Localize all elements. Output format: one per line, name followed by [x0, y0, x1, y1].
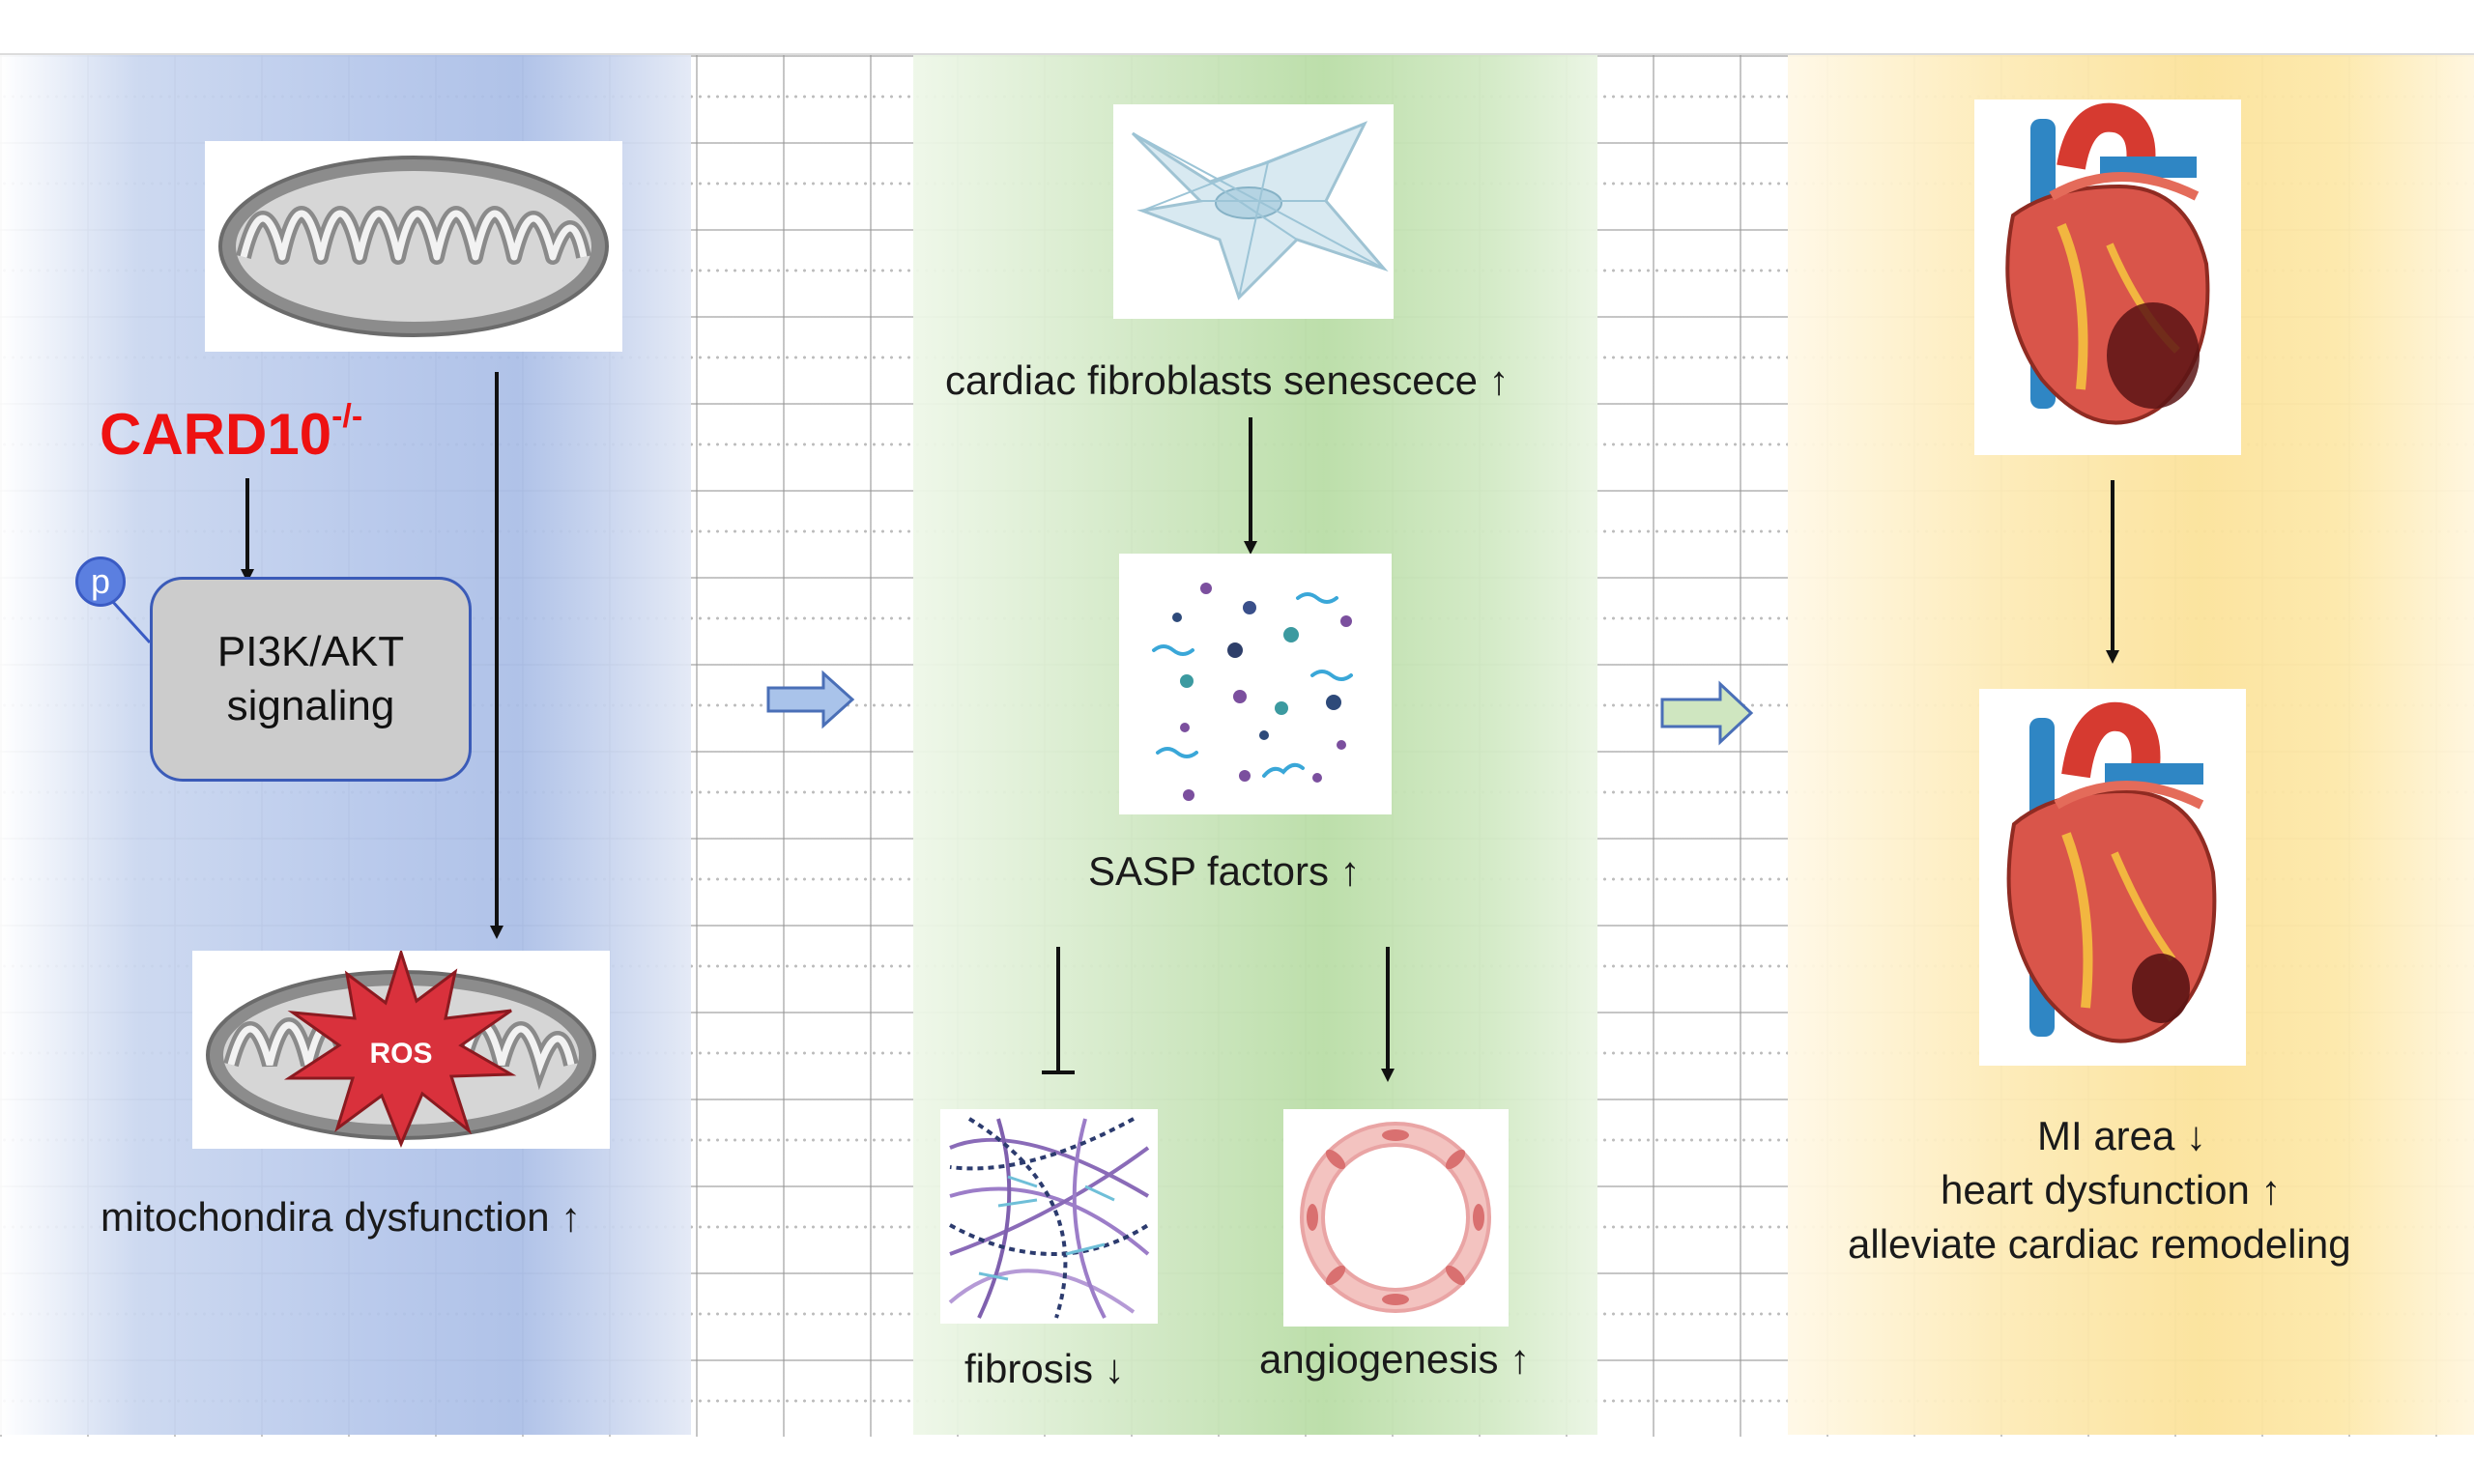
sasp-molecules-icon [1152, 583, 1353, 801]
heart-dysfunction-label: heart dysfunction ↑ [1941, 1167, 2282, 1213]
infarcted-heart-icon [2005, 102, 2210, 425]
ros-label: ROS [369, 1038, 432, 1070]
cardiac-remodeling-label: alleviate cardiac remodeling [1848, 1221, 2351, 1267]
mi-area-label: MI area ↓ [2037, 1113, 2207, 1158]
card10-knockout-label: CARD10-/- [100, 398, 363, 467]
infarcted-heart-image-box [1974, 100, 2241, 455]
blood-vessel-icon [1300, 1122, 1491, 1313]
fibrosis-label: fibrosis ↓ [964, 1346, 1125, 1391]
remodeled-heart-image-box [1979, 689, 2246, 1066]
phosphorylation-badge: p [75, 556, 126, 607]
pi3k-label: PI3K/AKT [216, 628, 405, 675]
fibrosis-icon [946, 1115, 1152, 1319]
mitochondria-dysfunction-label: mitochondira dysfunction ↑ [101, 1194, 582, 1240]
ros-burst-icon [283, 947, 517, 1148]
pi3k-akt-signaling-box: PI3K/AKT signaling [150, 577, 472, 782]
sasp-image-box [1119, 554, 1392, 814]
block-arrow-1 [766, 670, 855, 729]
mitochondrion-image-box [205, 141, 622, 352]
fibroblast-icon [1131, 121, 1389, 300]
ros-mitochondrion-icon: ROS [206, 947, 596, 1148]
damaged-mitochondrion-box: ROS [192, 947, 610, 1149]
fibroblast-senescence-label: cardiac fibroblasts senescece ↑ [945, 357, 1510, 403]
angiogenesis-label: angiogenesis ↑ [1259, 1336, 1531, 1382]
remodeled-heart-icon [2006, 701, 2217, 1043]
angiogenesis-image-box [1283, 1109, 1509, 1327]
fibroblast-image-box [1113, 104, 1394, 319]
signaling-label: signaling [226, 682, 395, 729]
fibrosis-image-box [940, 1109, 1158, 1324]
block-arrow-2 [1660, 680, 1754, 746]
mitochondrion-icon [218, 156, 609, 337]
sasp-factors-label: SASP factors ↑ [1088, 848, 1361, 894]
